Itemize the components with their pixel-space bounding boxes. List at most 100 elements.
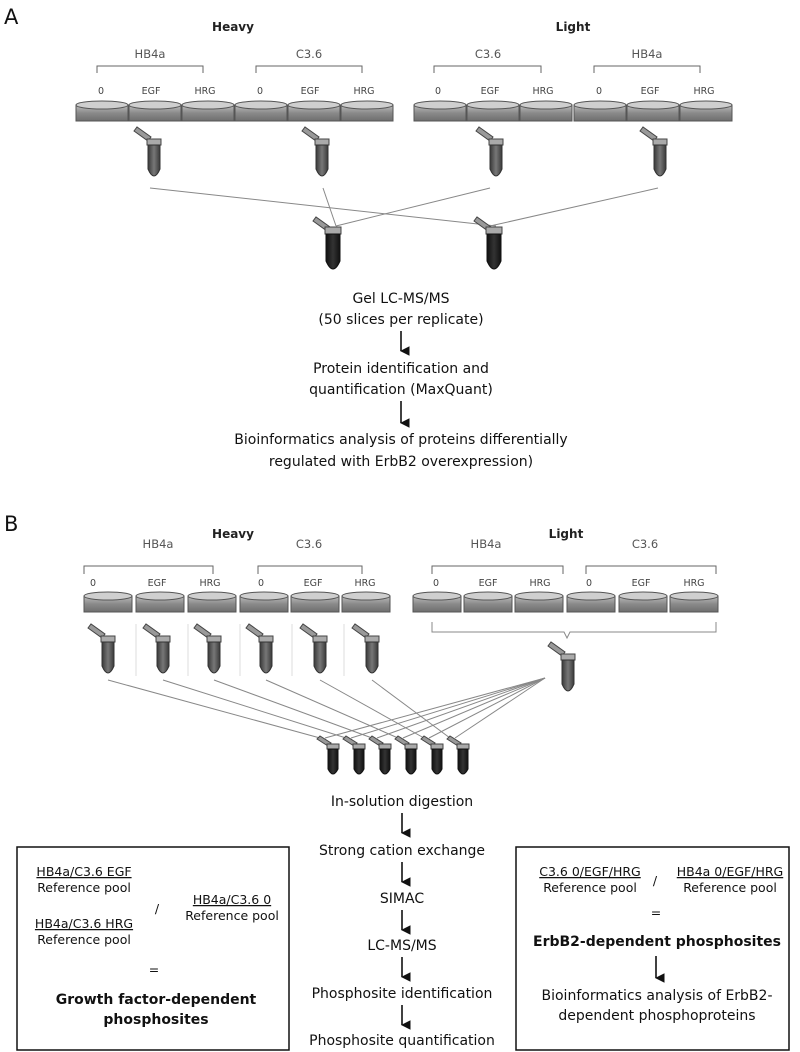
light-pool-bracket bbox=[431, 622, 717, 640]
tube-icon bbox=[473, 216, 503, 270]
condition-label: EGF bbox=[481, 86, 500, 97]
tube-icon bbox=[312, 216, 342, 270]
petri-dish-icon bbox=[514, 591, 564, 613]
panel-b-brackets bbox=[83, 565, 717, 574]
petri-dish-icon bbox=[412, 591, 462, 613]
petri-dish-icon bbox=[519, 100, 573, 122]
tube-icon bbox=[245, 623, 274, 674]
petri-dish-icon bbox=[340, 100, 394, 122]
panel-a-cell-line-1: HB4a bbox=[135, 47, 166, 61]
division-slash: / bbox=[155, 901, 160, 916]
condition-label: HRG bbox=[354, 578, 375, 589]
panel-a-heavy-title: Heavy bbox=[212, 20, 254, 34]
step-in-solution-digestion: In-solution digestion bbox=[331, 794, 473, 810]
panel-b-heavy-tubes bbox=[87, 623, 380, 674]
panel-a-cell-line-2: C3.6 bbox=[296, 47, 322, 61]
equals-sign: = bbox=[651, 905, 661, 920]
condition-label: HRG bbox=[194, 86, 215, 97]
ratio-hrg-numerator: HB4a/C3.6 HRG bbox=[35, 916, 133, 931]
condition-label: 0 bbox=[257, 86, 263, 97]
panel-a-label: A bbox=[4, 5, 19, 29]
petri-dish-icon bbox=[463, 591, 513, 613]
petri-dish-icon bbox=[618, 591, 668, 613]
condition-label: EGF bbox=[148, 578, 167, 589]
petri-dish-icon bbox=[287, 100, 341, 122]
panel-a-pooled-tubes bbox=[133, 126, 668, 177]
step-phosphosite-quantification: Phosphosite quantification bbox=[309, 1033, 495, 1049]
step-strong-cation-exchange: Strong cation exchange bbox=[319, 843, 485, 859]
ratio-zero-numerator: HB4a/C3.6 0 bbox=[193, 892, 271, 907]
step-bioinformatics-a: Bioinformatics analysis of proteins diff… bbox=[234, 432, 567, 448]
panel-b-dish-row-heavy bbox=[83, 591, 391, 613]
petri-dish-icon bbox=[239, 591, 289, 613]
panel-b-dish-row-light bbox=[412, 591, 719, 613]
tube-icon bbox=[142, 623, 171, 674]
ratio-egf-numerator: HB4a/C3.6 EGF bbox=[36, 864, 131, 879]
petri-dish-icon bbox=[187, 591, 237, 613]
tube-icon bbox=[351, 623, 380, 674]
condition-label: EGF bbox=[641, 86, 660, 97]
step-gel-lcms: Gel LC-MS/MS bbox=[352, 291, 449, 307]
panel-b-light-title: Light bbox=[549, 527, 584, 541]
petri-dish-icon bbox=[341, 591, 391, 613]
condition-label: 0 bbox=[596, 86, 602, 97]
ratio-hb4a-numerator: HB4a 0/EGF/HRG bbox=[677, 864, 783, 879]
tube-icon bbox=[368, 735, 392, 775]
tube-icon bbox=[639, 126, 668, 177]
petri-dish-icon bbox=[135, 591, 185, 613]
petri-dish-icon bbox=[573, 100, 627, 122]
condition-label: 0 bbox=[258, 578, 264, 589]
panel-a-light-title: Light bbox=[556, 20, 591, 34]
condition-label: HRG bbox=[683, 578, 704, 589]
condition-label: 0 bbox=[433, 578, 439, 589]
petri-dish-icon bbox=[413, 100, 467, 122]
panel-b-heavy-title: Heavy bbox=[212, 527, 254, 541]
condition-label: HRG bbox=[532, 86, 553, 97]
step-bioinformatics-a-detail: regulated with ErbB2 overexpression) bbox=[269, 454, 533, 470]
condition-label: 0 bbox=[586, 578, 592, 589]
panel-b-mixing-lines bbox=[107, 677, 546, 739]
step-lcms: LC-MS/MS bbox=[367, 938, 436, 954]
division-slash: / bbox=[653, 873, 658, 888]
erbb2-result: ErbB2-dependent phosphosites bbox=[533, 934, 781, 950]
growth-factor-result-line1: Growth factor-dependent bbox=[56, 992, 257, 1008]
ratio-egf-denominator: Reference pool bbox=[37, 880, 131, 895]
tube-icon bbox=[301, 126, 330, 177]
petri-dish-icon bbox=[234, 100, 288, 122]
condition-label: EGF bbox=[479, 578, 498, 589]
tube-icon bbox=[394, 735, 418, 775]
panel-a-dish-row-heavy bbox=[75, 100, 394, 122]
erbb2-analysis-line2: dependent phosphoproteins bbox=[558, 1008, 755, 1024]
tube-icon bbox=[316, 735, 340, 775]
step-protein-quantification: quantification (MaxQuant) bbox=[309, 382, 493, 398]
panel-b-mixed-tubes bbox=[316, 735, 470, 775]
ratio-c36-denominator: Reference pool bbox=[543, 880, 637, 895]
petri-dish-icon bbox=[679, 100, 733, 122]
petri-dish-icon bbox=[128, 100, 182, 122]
tube-icon bbox=[133, 126, 162, 177]
condition-label: HRG bbox=[529, 578, 550, 589]
step-simac: SIMAC bbox=[380, 891, 424, 907]
tube-icon bbox=[87, 623, 116, 674]
panel-b-label: B bbox=[4, 512, 18, 536]
panel-a-cell-line-3: C3.6 bbox=[475, 47, 501, 61]
condition-label: EGF bbox=[632, 578, 651, 589]
ratio-hrg-denominator: Reference pool bbox=[37, 932, 131, 947]
petri-dish-icon bbox=[75, 100, 129, 122]
tube-icon bbox=[446, 735, 470, 775]
panel-b-cell-line-1: HB4a bbox=[143, 537, 174, 551]
tube-icon bbox=[475, 126, 504, 177]
ratio-zero-denominator: Reference pool bbox=[185, 908, 279, 923]
tube-icon bbox=[547, 641, 576, 692]
condition-label: HRG bbox=[353, 86, 374, 97]
tube-icon bbox=[299, 623, 328, 674]
petri-dish-icon bbox=[669, 591, 719, 613]
step-gel-lcms-detail: (50 slices per replicate) bbox=[318, 312, 483, 328]
panel-a-condition-labels: 0 EGF HRG 0 EGF HRG 0 EGF HRG 0 EGF HRG bbox=[98, 86, 715, 97]
step-protein-identification: Protein identification and bbox=[313, 361, 489, 377]
step-phosphosite-identification: Phosphosite identification bbox=[312, 986, 493, 1002]
petri-dish-icon bbox=[566, 591, 616, 613]
tube-icon bbox=[193, 623, 222, 674]
condition-label: EGF bbox=[301, 86, 320, 97]
